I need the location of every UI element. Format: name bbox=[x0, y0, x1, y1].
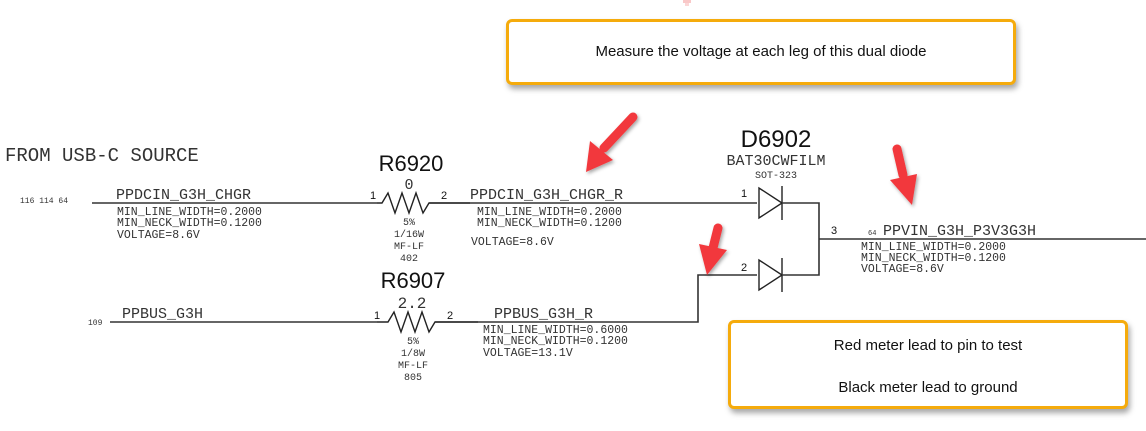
resistor-ref: R6907 bbox=[381, 268, 446, 293]
net-prop-neck-width: MIN_NECK_WIDTH=0.1200 bbox=[117, 217, 262, 230]
resistor-type: MF-LF bbox=[398, 361, 428, 372]
net-ref-numbers: 109 bbox=[88, 319, 103, 328]
diode-pin1-label: 1 bbox=[741, 188, 747, 200]
net-prop-neck-width: MIN_NECK_WIDTH=0.1200 bbox=[483, 335, 628, 348]
instruction-callout-measure: Measure the voltage at each leg of this … bbox=[506, 19, 1016, 85]
resistor-pin2-label: 2 bbox=[441, 190, 447, 202]
net-prop-neck-width: MIN_NECK_WIDTH=0.1200 bbox=[861, 252, 1006, 265]
resistor-power: 1/16W bbox=[394, 229, 424, 241]
net-name: PPDCIN_G3H_CHGR bbox=[116, 187, 251, 204]
callout-text-red-lead: Red meter lead to pin to test bbox=[833, 337, 1023, 354]
arrow-to-ppvin-net bbox=[890, 144, 917, 205]
resistor-tolerance: 5% bbox=[403, 218, 415, 229]
resistor-pin1-label: 1 bbox=[374, 310, 380, 322]
net-prop-line-width: MIN_LINE_WIDTH=0.6000 bbox=[483, 324, 628, 337]
net-name: PPBUS_G3H_R bbox=[494, 306, 593, 323]
wire bbox=[435, 274, 757, 323]
resistor-pin2-label: 2 bbox=[447, 310, 453, 322]
faint-mark bbox=[685, 3, 689, 6]
net-prop-voltage: VOLTAGE=8.6V bbox=[471, 236, 554, 249]
net-ref-numbers: 116 114 64 bbox=[20, 197, 68, 206]
resistor-type: MF-LF bbox=[394, 242, 424, 253]
diode-part-number: BAT30CWFILM bbox=[726, 153, 825, 170]
resistor-package: 805 bbox=[404, 373, 422, 384]
net-ref-numbers: 64 bbox=[868, 230, 876, 238]
net-prop-line-width: MIN_LINE_WIDTH=0.2000 bbox=[477, 206, 622, 219]
net-prop-line-width: MIN_LINE_WIDTH=0.2000 bbox=[861, 241, 1006, 254]
net-name: PPDCIN_G3H_CHGR_R bbox=[470, 187, 623, 204]
net-name: PPBUS_G3H bbox=[122, 306, 203, 323]
callout-text: Measure the voltage at each leg of this … bbox=[595, 43, 927, 60]
resistor-package: 402 bbox=[400, 254, 418, 265]
net-name: PPVIN_G3H_P3V3G3H bbox=[883, 223, 1036, 240]
resistor-r6920-symbol bbox=[377, 190, 470, 216]
net-prop-line-width: MIN_LINE_WIDTH=0.2000 bbox=[117, 206, 262, 219]
resistor-value: 2.2 bbox=[398, 295, 427, 313]
resistor-tolerance: 5% bbox=[407, 337, 419, 348]
wire bbox=[782, 202, 820, 276]
resistor-value: 0 bbox=[404, 177, 413, 194]
diode-pin2-label: 2 bbox=[741, 262, 747, 274]
instruction-callout-meter-leads: Red meter lead to pin to test Black mete… bbox=[728, 320, 1128, 409]
arrow-to-chgr-r-net bbox=[586, 112, 638, 172]
net-prop-voltage: VOLTAGE=8.6V bbox=[861, 263, 944, 276]
resistor-pin1-label: 1 bbox=[370, 190, 376, 202]
source-label: FROM USB-C SOURCE bbox=[5, 145, 199, 167]
net-prop-voltage: VOLTAGE=13.1V bbox=[483, 347, 573, 360]
resistor-ref: R6920 bbox=[379, 151, 444, 176]
diode-1-symbol bbox=[758, 186, 784, 220]
diode-package: SOT-323 bbox=[755, 171, 797, 182]
callout-text-black-lead: Black meter lead to ground bbox=[838, 379, 1018, 396]
diode-2-symbol bbox=[758, 258, 784, 292]
arrow-to-diode-pin2 bbox=[699, 223, 727, 275]
diode-ref: D6902 bbox=[741, 126, 812, 153]
faint-mark bbox=[683, 0, 691, 3]
resistor-power: 1/8W bbox=[401, 348, 425, 360]
resistor-r6907-symbol bbox=[377, 309, 478, 335]
net-prop-neck-width: MIN_NECK_WIDTH=0.1200 bbox=[477, 217, 622, 230]
net-prop-voltage: VOLTAGE=8.6V bbox=[117, 229, 200, 242]
diode-pin3-label: 3 bbox=[831, 225, 837, 237]
